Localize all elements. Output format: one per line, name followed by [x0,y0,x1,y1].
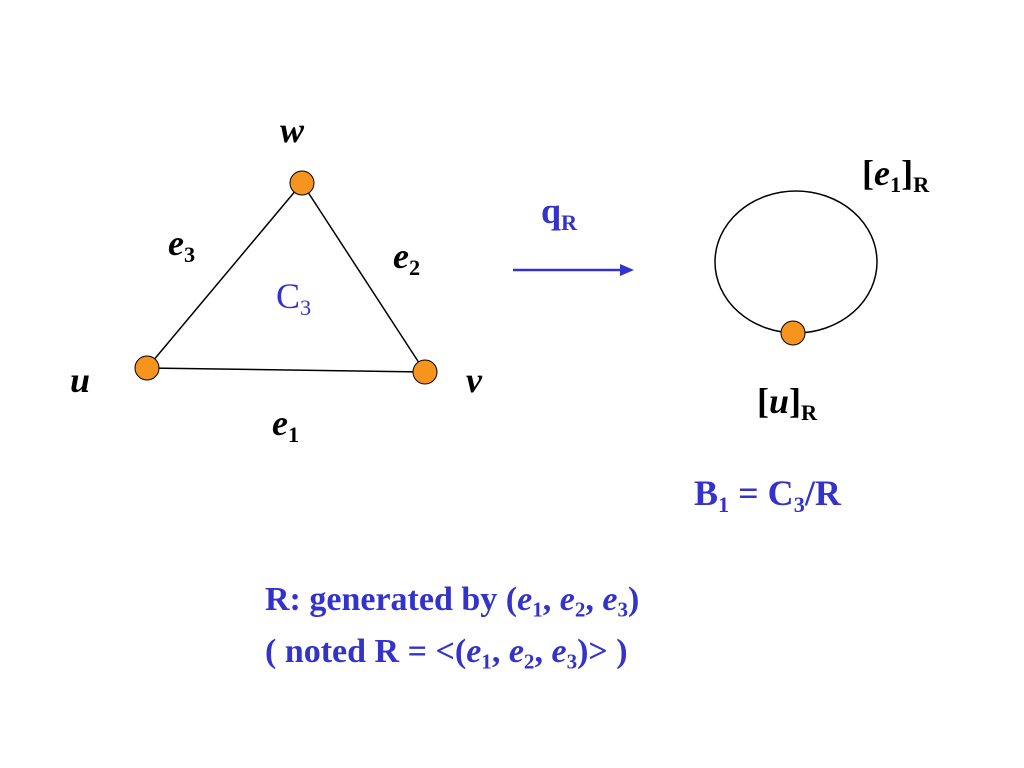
map-label: qR [541,193,577,234]
graph-name-sub: 3 [300,295,312,321]
vertex-label-v: v [466,360,482,400]
caption2-item3-sub: 3 [566,649,578,674]
caption1-item2-sub: 2 [574,597,586,622]
vertex-w [289,170,315,196]
caption1-item2-base: e [559,581,575,618]
edge-label-e1-sub: 1 [287,422,300,448]
caption1-item3-sub: 3 [617,597,629,622]
quotient-edge-open: [ [862,153,874,193]
edge-label-e1-base: e [272,403,288,443]
vertex-label-w: w [280,110,305,150]
caption-line-2: ( noted R = <(e1, e2, e3)> ) [265,635,628,673]
caption2-item2-sub: 2 [523,649,535,674]
equation-mid-sub: 3 [793,492,805,518]
caption2-item3-base: e [551,633,567,670]
edge-label-e1: e1 [272,405,299,446]
graph-name-label: C3 [276,278,311,319]
edge-label-e2-base: e [393,236,409,276]
quotient-equation: B1 = C3/R [694,475,841,516]
edge-label-e3-base: e [168,223,184,263]
quotient-edge-base: e [874,153,890,193]
quotient-vertex [780,320,806,346]
edge-e2-line [301,182,426,373]
caption2-suffix: )> ) [577,633,628,670]
edge-label-e2: e2 [393,238,420,279]
quotient-vertex-open: [ [757,381,769,421]
vertex-label-u: u [70,360,91,400]
caption1-suffix: ) [628,581,640,618]
quotient-edge-outer-sub: R [913,172,930,198]
quotient-loop [714,190,878,334]
caption2-item2-base: e [508,633,524,670]
vertex-v [412,359,438,385]
quotient-edge-label: [e1]R [862,155,929,196]
quotient-vertex-base: u [769,381,790,421]
quotient-vertex-close: ] [789,381,802,421]
caption1-sep1: , [542,581,560,618]
map-arrow-head [620,264,634,276]
caption-line-1: R: generated by (e1, e2, e3) [265,583,639,621]
quotient-edge-close: ] [901,153,914,193]
vertex-u [134,355,160,381]
equation-lhs-base: B [694,473,719,513]
quotient-vertex-label: [u]R [757,383,817,424]
caption1-item1-base: e [517,581,533,618]
caption1-prefix: R: generated by ( [265,581,518,618]
equation-eq: = C [729,473,794,513]
map-label-sub: R [561,210,578,236]
equation-lhs-sub: 1 [718,492,730,518]
edge-label-e2-sub: 2 [408,255,421,281]
equation-rest: /R [804,473,841,513]
caption1-item3-base: e [602,581,618,618]
graph-name-base: C [276,276,301,316]
edge-label-e3-sub: 3 [183,242,196,268]
map-label-base: q [541,191,562,231]
caption2-sep1: , [491,633,509,670]
quotient-edge-sub: 1 [889,172,902,198]
quotient-vertex-outer-sub: R [801,400,818,426]
edge-label-e3: e3 [168,225,195,266]
caption1-sep2: , [585,581,603,618]
edge-e3-line [146,182,303,369]
caption2-prefix: ( noted R = <( [265,633,467,670]
caption2-item1-base: e [466,633,482,670]
edge-e1-line [146,367,426,373]
caption2-sep2: , [534,633,552,670]
caption2-item1-sub: 1 [481,649,492,674]
caption1-item1-sub: 1 [532,597,543,622]
